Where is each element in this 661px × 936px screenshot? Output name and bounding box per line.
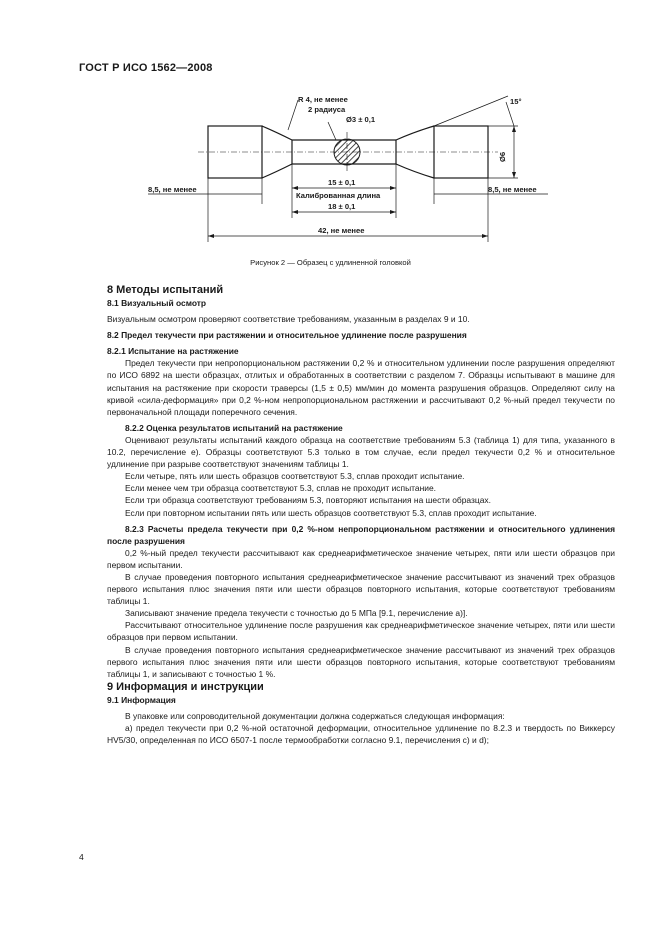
section-8-2-3-p4: Рассчитывают относительное удлинение пос… [107, 620, 615, 643]
section-8-2-2-p5: Если при повторном испытании пять или ше… [125, 507, 537, 518]
section-8-1-text: Визуальным осмотром проверяют соответств… [107, 314, 470, 325]
section-9-1-p2: а) предел текучести при 0,2 %-ной остато… [107, 723, 615, 746]
specimen-drawing: R 4, не менее 2 радиуса Ø3 ± 0,1 15° Ø6 … [148, 95, 548, 242]
section-8-2-3-p3: Записывают значение предела текучести с … [125, 608, 468, 619]
section-9-title: 9 Информация и инструкции [107, 680, 264, 693]
section-8-1-title: 8.1 Визуальный осмотр [107, 298, 207, 308]
figure-caption: Рисунок 2 — Образец с удлиненной головко… [250, 258, 411, 267]
section-8-2-3-p2: В случае проведения повторного испытания… [107, 571, 615, 607]
section-8-2-2-title: 8.2.2 Оценка результатов испытаний на ра… [125, 422, 343, 433]
label-angle: 15° [510, 97, 521, 106]
label-calib: Калиброванная длина [296, 191, 381, 200]
section-8-2-2-p2: Если четыре, пять или шесть образцов соо… [125, 471, 465, 482]
label-height: Ø6 [498, 152, 507, 162]
section-8-2-1-title: 8.2.1 Испытание на растяжение [107, 346, 239, 357]
label-r4: R 4, не менее [298, 95, 348, 104]
section-8-2-title: 8.2 Предел текучести при растяжении и от… [107, 330, 467, 341]
section-9-1-title: 9.1 Информация [107, 694, 176, 705]
document-header: ГОСТ Р ИСО 1562—2008 [79, 62, 213, 74]
label-18: 18 ± 0,1 [328, 202, 356, 211]
section-8-2-1-text: Предел текучести при непропорциональном … [107, 358, 615, 417]
label-diam: Ø3 ± 0,1 [346, 115, 376, 124]
section-9-1-p1: В упаковке или сопроводительной документ… [125, 710, 505, 721]
specimen-figure: R 4, не менее 2 радиуса Ø3 ± 0,1 15° Ø6 … [118, 92, 558, 250]
label-left: 8,5, не менее [148, 185, 197, 194]
section-8-title: 8 Методы испытаний [107, 284, 224, 296]
section-8-2-3-title: 8.2.3 Расчеты предела текучести при 0,2 … [107, 523, 615, 546]
section-8-2-2-p1: Оценивают результаты испытаний каждого о… [107, 434, 615, 470]
label-right: 8,5, не менее [488, 185, 537, 194]
page-number: 4 [79, 852, 84, 862]
section-8-2-3-p5: В случае проведения повторного испытания… [107, 644, 615, 679]
dimension-arrows [208, 126, 516, 238]
dimension-lines [148, 95, 548, 242]
section-8-2-2-p4: Если три образца соответствуют требовани… [125, 495, 491, 506]
section-8-2-3-p1: 0,2 %-ный предел текучести рассчитывают … [107, 547, 615, 570]
label-15: 15 ± 0,1 [328, 178, 356, 187]
section-8-2-2-p3: Если менее чем три образца соответствуют… [125, 483, 437, 494]
label-42: 42, не менее [318, 226, 364, 235]
center-lines [198, 132, 498, 172]
label-2radius: 2 радиуса [308, 105, 346, 114]
document-body: 8 Методы испытаний 8.1 Визуальный осмотр… [107, 283, 615, 746]
